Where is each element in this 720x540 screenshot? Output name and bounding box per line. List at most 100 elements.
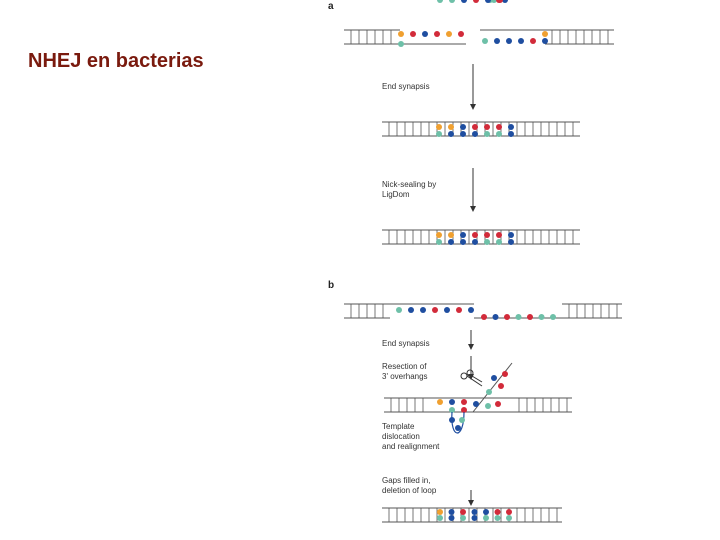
scissors-icon — [466, 375, 483, 387]
panel-b-label: b — [328, 280, 335, 291]
overhang-right-b — [492, 314, 499, 320]
resected-nucleotide — [491, 375, 497, 381]
nucleotide-top — [448, 124, 454, 130]
nucleotide-top — [508, 124, 514, 130]
nucleotide — [449, 0, 455, 3]
nucleotide-bottom — [484, 239, 490, 245]
nucleotide-bottom — [437, 515, 443, 521]
overhang-left-b — [396, 307, 402, 313]
nucleotide-bottom — [472, 239, 478, 245]
nucleotide-top — [484, 232, 490, 238]
overhang-left-b — [420, 307, 426, 313]
nucleotide-bottom — [448, 515, 455, 521]
overhang-right-b — [550, 314, 556, 320]
overhang-right-b — [515, 314, 522, 320]
nucleotide-bottom — [436, 131, 442, 137]
overhang-right-b — [481, 314, 487, 320]
nucleotide-bottom — [508, 239, 514, 245]
overhang-left-b — [408, 307, 414, 313]
nucleotide-top — [460, 124, 466, 130]
nucleotide-top — [449, 399, 455, 405]
overhang-left-a — [410, 31, 416, 37]
step-b-dislocation: Template dislocation and realignment — [382, 422, 440, 451]
nucleotide-top — [437, 509, 443, 515]
overhang-right-a — [542, 31, 548, 37]
nucleotide-top — [483, 509, 489, 515]
scissors-icon — [466, 369, 474, 377]
nucleotide-bottom — [448, 131, 454, 137]
nucleotide-bottom — [460, 131, 466, 137]
overhang-right-a — [518, 38, 524, 44]
nucleotide-top — [436, 124, 442, 130]
loop-nucleotide — [459, 417, 465, 423]
nucleotide — [497, 0, 503, 3]
overhang-left-b — [444, 307, 450, 313]
nucleotide-bottom — [448, 239, 454, 245]
nucleotide-top — [473, 401, 479, 407]
overhang-right-b — [527, 314, 533, 320]
overhang-left-a — [398, 41, 404, 47]
slide-title: NHEJ en bacterias — [28, 50, 204, 72]
arrow-down-icon-head — [468, 500, 474, 506]
nucleotide-top — [496, 232, 502, 238]
overhang-left-b — [456, 307, 462, 313]
scissors-icon — [460, 372, 468, 380]
nucleotide-bottom — [472, 131, 478, 137]
scissors-icon — [471, 375, 483, 383]
nucleotide-bottom — [471, 515, 478, 521]
nucleotide-top — [437, 399, 443, 405]
nucleotide-bottom — [506, 515, 512, 521]
nucleotide-top — [448, 509, 455, 515]
overhang-right-a — [506, 38, 512, 44]
nucleotide-top — [472, 232, 478, 238]
overhang-left-b — [432, 307, 438, 313]
nucleotide-bottom — [496, 239, 502, 245]
step-a-end-synapsis: End synapsis — [382, 82, 430, 91]
step-b-gaps: Gaps filled in, deletion of loop — [382, 476, 437, 495]
arrow-down-icon-head — [470, 104, 476, 110]
step-b-resection: Resection of 3' overhangs — [382, 362, 428, 381]
panel-a-label: a — [328, 1, 334, 12]
nucleotide-top — [471, 509, 478, 515]
nucleotide-top — [496, 124, 502, 130]
nucleotide-top — [494, 509, 501, 515]
nucleotide-bottom — [449, 407, 455, 413]
resected-nucleotide — [502, 0, 508, 3]
nucleotide — [461, 0, 467, 3]
overhang-left-a — [398, 31, 404, 37]
overhang-left-a — [434, 31, 440, 37]
nucleotide-bottom — [461, 407, 467, 413]
nucleotide-bottom — [484, 131, 490, 137]
nucleotide-top — [484, 124, 490, 130]
overhang-right-a — [482, 38, 488, 44]
nucleotide-top — [460, 232, 466, 238]
step-a-nick-sealing: Nick-sealing by LigDom — [382, 180, 437, 199]
nucleotide-bottom — [494, 515, 501, 521]
overhang-right-a — [530, 38, 536, 44]
resected-nucleotide — [502, 371, 508, 377]
loop-nucleotide — [449, 417, 455, 423]
resected-nucleotide — [486, 389, 492, 395]
nucleotide-top — [472, 124, 478, 130]
nucleotide-top — [508, 232, 514, 238]
nucleotide — [485, 0, 491, 3]
nucleotide-bottom — [508, 131, 514, 137]
nucleotide-top — [506, 509, 512, 515]
nucleotide-top — [448, 232, 454, 238]
overhang-left-b — [468, 307, 474, 313]
arrow-down-icon-head — [470, 206, 476, 212]
overhang-left-a — [458, 31, 464, 37]
nucleotide-top — [436, 232, 442, 238]
overhang-right-b — [538, 314, 545, 320]
nucleotide-bottom — [485, 403, 491, 409]
nucleotide-top — [460, 509, 466, 515]
arrow-down-icon-head — [468, 344, 474, 350]
nucleotide — [437, 0, 443, 3]
nucleotide — [473, 0, 479, 3]
nucleotide-bottom — [483, 515, 489, 521]
overhang-left-a — [446, 31, 452, 37]
resected-nucleotide — [498, 383, 504, 389]
nucleotide-bottom — [495, 401, 501, 407]
nucleotide-bottom — [496, 131, 502, 137]
